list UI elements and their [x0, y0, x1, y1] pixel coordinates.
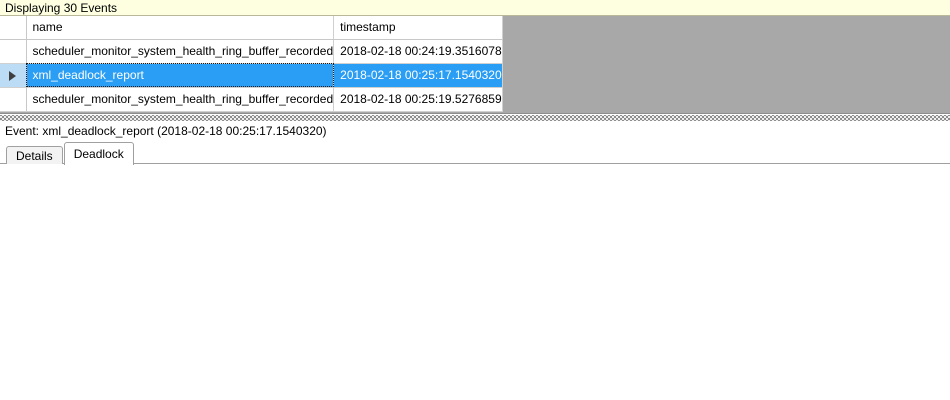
row-selector[interactable] — [0, 87, 27, 112]
row-selector[interactable] — [0, 63, 27, 88]
events-grid-panel[interactable]: name timestamp scheduler_monitor_system_… — [0, 16, 950, 114]
table-row[interactable]: scheduler_monitor_system_health_ring_buf… — [0, 87, 503, 112]
cell-timestamp[interactable]: 2018-02-18 00:25:19.5276859 — [333, 87, 503, 112]
table-row[interactable]: xml_deadlock_report 2018-02-18 00:25:17.… — [0, 63, 503, 88]
cell-timestamp[interactable]: 2018-02-18 00:24:19.3516078 — [333, 39, 503, 64]
row-selector[interactable] — [0, 39, 27, 64]
events-count-label: Displaying 30 Events — [5, 0, 118, 15]
events-status-strip: Displaying 30 Events — [0, 0, 950, 16]
cell-name[interactable]: scheduler_monitor_system_health_ring_buf… — [26, 39, 335, 64]
tab-details[interactable]: Details — [6, 146, 63, 164]
cell-name[interactable]: xml_deadlock_report — [26, 63, 335, 88]
event-detail-header-label: Event: xml_deadlock_report (2018-02-18 0… — [5, 123, 327, 138]
column-header-name[interactable]: name — [26, 16, 335, 40]
events-grid-header-row: name timestamp — [0, 16, 503, 40]
cell-name[interactable]: scheduler_monitor_system_health_ring_buf… — [26, 87, 335, 112]
event-detail-header: Event: xml_deadlock_report (2018-02-18 0… — [0, 121, 950, 140]
table-row[interactable]: scheduler_monitor_system_health_ring_buf… — [0, 39, 503, 64]
current-row-arrow-icon — [9, 70, 17, 81]
deadlock-graph-canvas[interactable]: Request Mode: S Owner Mode: S Owner Mode… — [0, 164, 950, 400]
deadlock-graph: Request Mode: S Owner Mode: S Owner Mode… — [0, 164, 950, 392]
detail-tabstrip[interactable]: Details Deadlock — [0, 140, 950, 165]
tab-deadlock[interactable]: Deadlock — [63, 142, 134, 165]
row-header-corner[interactable] — [0, 16, 27, 40]
cell-timestamp[interactable]: 2018-02-18 00:25:17.1540320 — [333, 63, 503, 88]
column-header-timestamp[interactable]: timestamp — [333, 16, 503, 40]
events-grid[interactable]: name timestamp scheduler_monitor_system_… — [0, 16, 503, 112]
panel-splitter[interactable] — [0, 114, 950, 121]
